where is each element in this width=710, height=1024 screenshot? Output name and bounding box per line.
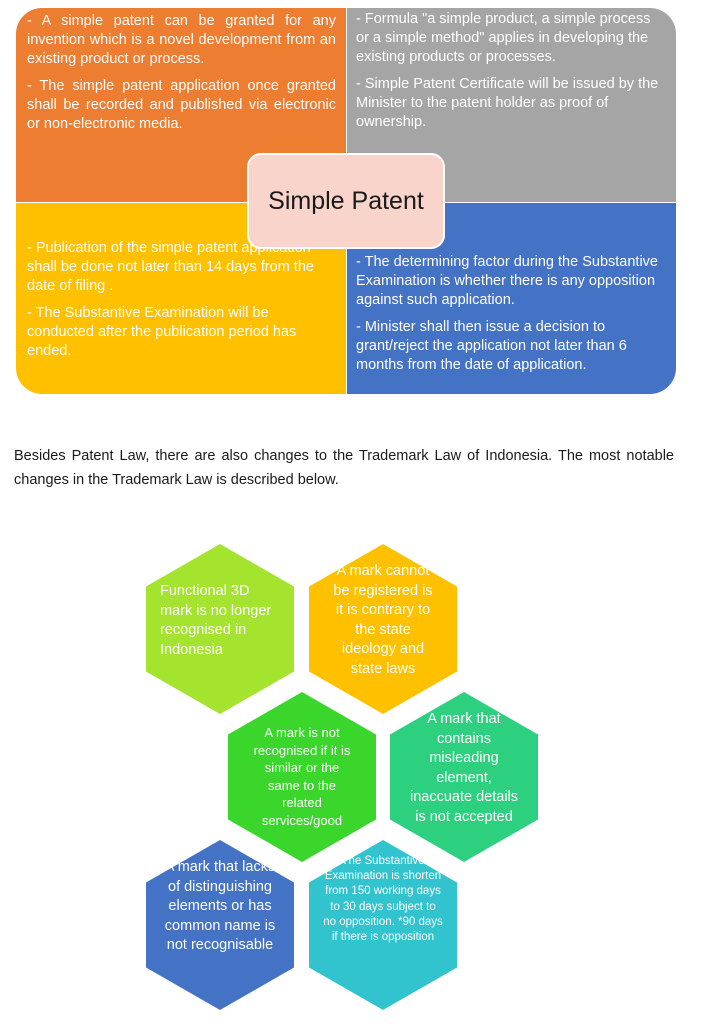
hexagon-3d-mark-text: Functional 3D mark is no longer recognis… <box>160 583 272 658</box>
quadrant-bottom-right-point-2: - Minister shall then issue a decision t… <box>356 319 627 373</box>
hexagon-state-ideology: A mark cannot be registered is it is con… <box>309 544 457 714</box>
hexagon-3d-mark: Functional 3D mark is no longer recognis… <box>146 544 294 714</box>
quadrant-top-right-point-2: - Simple Patent Certificate will be issu… <box>356 76 659 130</box>
diagram-title-box: Simple Patent <box>247 153 445 249</box>
hexagon-misleading-element: A mark that contains misleading element,… <box>390 692 538 862</box>
quadrant-top-right-point-1: - Formula "a simple product, a simple pr… <box>356 11 651 65</box>
quadrant-top-left: - A simple patent can be granted for any… <box>16 8 346 202</box>
quadrant-bottom-right-point-1: - The determining factor during the Subs… <box>356 254 658 308</box>
hexagon-misleading-element-text: A mark that contains misleading element,… <box>410 711 519 825</box>
quadrant-bottom-left-point-1: - Publication of the simple patent appli… <box>27 240 314 294</box>
quadrant-bottom-left-point-2: - The Substantive Examination will be co… <box>27 305 297 359</box>
hexagon-distinguishing-elements: A mark that lacks of distinguishing elem… <box>146 840 294 1010</box>
quadrant-bottom-left: - Publication of the simple patent appli… <box>16 203 346 394</box>
hexagon-distinguishing-elements-text: A mark that lacks of distinguishing elem… <box>164 859 276 953</box>
body-paragraph: Besides Patent Law, there are also chang… <box>14 448 674 488</box>
quadrant-top-left-point-2: - The simple patent application once gra… <box>27 78 336 132</box>
quadrant-top-left-point-1: - A simple patent can be granted for any… <box>27 13 336 67</box>
hexagon-state-ideology-text: A mark cannot be registered is it is con… <box>333 563 433 677</box>
hexagon-similar-mark: A mark is not recognised if it is simila… <box>228 692 376 862</box>
hexagon-substantive-examination: The Substantive Examination is shorten f… <box>309 840 457 1010</box>
hexagon-substantive-examination-text: The Substantive Examination is shorten f… <box>323 855 443 944</box>
diagram-title: Simple Patent <box>268 186 424 215</box>
hexagon-similar-mark-text: A mark is not recognised if it is simila… <box>253 725 351 828</box>
